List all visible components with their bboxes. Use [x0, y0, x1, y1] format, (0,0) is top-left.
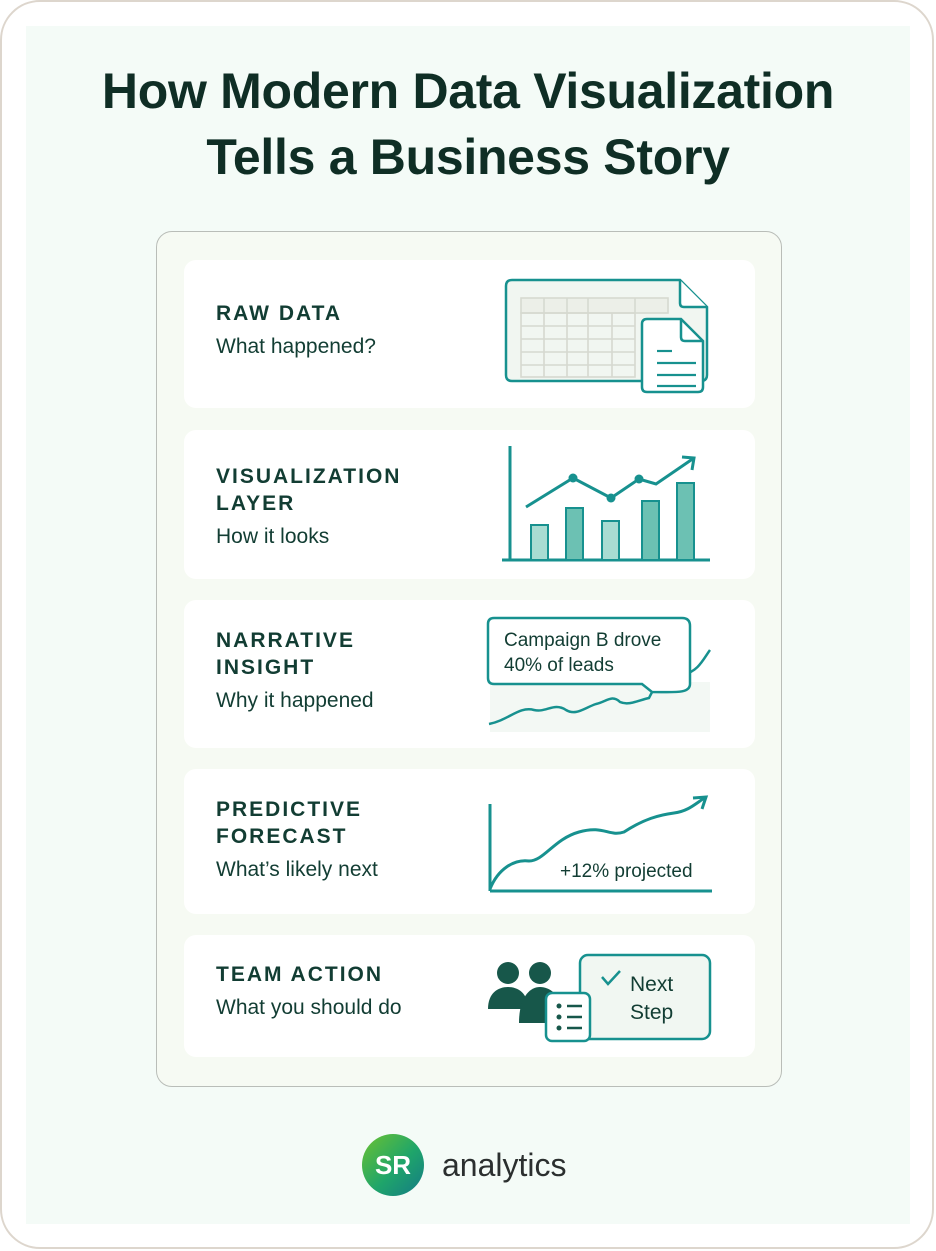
stage-card-narrative-insight: NARRATIVE INSIGHT Why it happened Campai…	[184, 600, 755, 748]
stage-heading-line-2: LAYER	[216, 492, 296, 515]
team-checklist-icon: Next Step	[488, 953, 712, 1043]
stage-heading: RAW DATA	[216, 302, 343, 325]
page-title: How Modern Data Visualization Tells a Bu…	[0, 58, 936, 190]
stage-subtitle: What you should do	[216, 996, 402, 1019]
stage-card-raw-data: RAW DATA What happened?	[184, 260, 755, 408]
stage-subtitle: Why it happened	[216, 689, 374, 712]
stage-subtitle: How it looks	[216, 525, 330, 548]
title-line-2: Tells a Business Story	[206, 129, 730, 185]
title-line-1: How Modern Data Visualization	[101, 63, 835, 119]
stage-heading: PREDICTIVE	[216, 798, 363, 821]
forecast-trend-icon: +12% projected	[488, 795, 712, 893]
stage-heading: VISUALIZATION	[216, 465, 402, 488]
stage-card-predictive-forecast: PREDICTIVE FORECAST What’s likely next +…	[184, 769, 755, 914]
forecast-label: +12% projected	[560, 861, 693, 882]
stage-heading: NARRATIVE	[216, 629, 355, 652]
brand-logo: SR analytics	[362, 1134, 567, 1196]
stage-heading-line-2: INSIGHT	[216, 656, 316, 679]
stage-heading: TEAM ACTION	[216, 963, 384, 986]
callout-line-2: 40% of leads	[504, 655, 614, 676]
logo-badge: SR	[362, 1134, 424, 1196]
stage-subtitle: What’s likely next	[216, 858, 378, 881]
bar-line-chart-icon	[502, 446, 710, 562]
stage-subtitle: What happened?	[216, 335, 376, 358]
annotated-trend-icon: Campaign B drove 40% of leads	[486, 616, 712, 732]
check-icon	[601, 970, 621, 986]
stage-card-visualization-layer: VISUALIZATION LAYER How it looks	[184, 430, 755, 579]
stage-heading-line-2: FORECAST	[216, 825, 348, 848]
action-line-1: Next	[630, 973, 673, 996]
action-line-2: Step	[630, 1001, 673, 1024]
stage-card-team-action: TEAM ACTION What you should do Next Step	[184, 935, 755, 1057]
brand-name: analytics	[442, 1146, 567, 1183]
callout-line-1: Campaign B drove	[504, 630, 661, 651]
spreadsheet-document-icon	[504, 278, 709, 394]
